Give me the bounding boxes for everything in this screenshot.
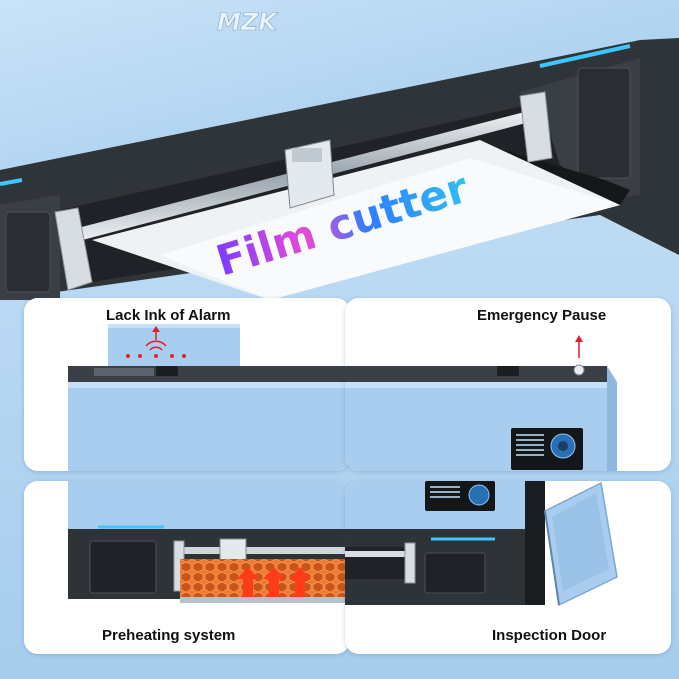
feature-caption-alarm: Lack Ink of Alarm	[106, 307, 231, 324]
heat-arrows-icon	[237, 567, 311, 599]
brand-logo: MZK	[217, 8, 279, 36]
alarm-scene	[24, 298, 350, 471]
feature-caption-door: Inspection Door	[492, 627, 607, 644]
open-door-icon	[544, 481, 618, 607]
feature-card-pause: Emergency Pause	[345, 298, 671, 471]
alarm-signal-icon	[126, 326, 186, 358]
feature-card-alarm: Lack Ink of Alarm	[24, 298, 350, 471]
door-scene	[345, 481, 671, 654]
feature-card-preheat: Preheating system	[24, 481, 350, 654]
pause-scene	[345, 298, 671, 471]
preheat-scene	[24, 481, 350, 654]
feature-caption-preheat: Preheating system	[102, 627, 236, 644]
feature-caption-pause: Emergency Pause	[477, 307, 607, 324]
feature-card-door: Inspection Door	[345, 481, 671, 654]
pause-button-icon	[573, 335, 585, 376]
